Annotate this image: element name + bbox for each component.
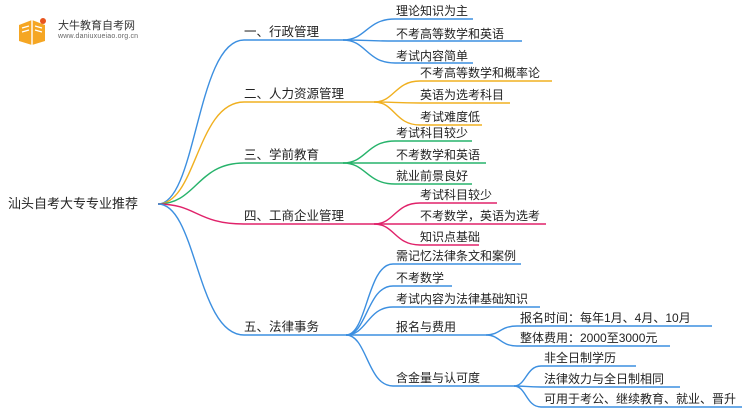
leaf-connector	[342, 18, 396, 41]
leaf-connector	[342, 140, 396, 164]
leaf-node: 整体费用：2000至3000元	[520, 331, 658, 345]
branch-node-2: 二、人力资源管理	[244, 87, 345, 101]
leaf-node: 考试内容为法律基础知识	[396, 292, 529, 306]
leaf-node: 不考高等数学和英语	[396, 27, 505, 41]
leaf-connector	[485, 325, 518, 336]
branch-connector	[157, 203, 245, 225]
leaf-connector	[345, 263, 394, 336]
branch-node-1: 一、行政管理	[244, 25, 320, 39]
branch-connector	[157, 39, 245, 205]
leaf-connector	[373, 202, 421, 225]
site-logo: 大牛教育自考网 www.daniuxueiao.org.cn	[10, 14, 170, 50]
branch-node-5: 五、法律事务	[244, 320, 320, 334]
leaf-node: 知识点基础	[420, 230, 481, 244]
leaf-connector	[342, 39, 396, 64]
leaf-connector	[342, 162, 396, 185]
leaf-node: 英语为选考科目	[420, 88, 505, 102]
leaf-connector	[513, 365, 542, 387]
leaf-node: 不考数学，英语为选考	[420, 209, 541, 223]
leaf-connector	[373, 80, 421, 103]
leaf-connector	[373, 223, 421, 246]
leaf-node: 考试科目较少	[396, 126, 469, 140]
branch-connector	[157, 203, 245, 336]
leaf-node: 理论知识为主	[396, 4, 469, 18]
branch-node-4: 四、工商企业管理	[244, 209, 345, 223]
branch-connector	[157, 101, 245, 205]
leaf-node: 需记忆法律条文和案例	[396, 249, 517, 263]
leaf-node: 法律效力与全日制相同	[544, 372, 665, 386]
subbranch-connector	[345, 334, 394, 387]
leaf-node: 不考高等数学和概率论	[420, 66, 541, 80]
leaf-node: 考试难度低	[420, 110, 481, 124]
leaf-node: 不考数学和英语	[396, 148, 481, 162]
leaf-node: 考试科目较少	[420, 188, 493, 202]
leaf-node: 可用于考公、继续教育、就业、晋升	[544, 392, 737, 406]
leaf-node: 不考数学	[396, 271, 445, 285]
subbranch-node: 报名与费用	[396, 320, 457, 334]
subbranch-node: 含金量与认可度	[396, 371, 481, 385]
leaf-node: 就业前景良好	[396, 169, 469, 183]
book-logo-icon	[19, 18, 46, 45]
logo-url: www.daniuxueiao.org.cn	[58, 33, 139, 40]
leaf-connector	[345, 306, 394, 336]
branch-node-3: 三、学前教育	[244, 148, 320, 162]
leaf-connector	[513, 385, 542, 408]
leaf-node: 报名时间：每年1月、4月、10月	[520, 311, 691, 325]
branch-connector	[157, 162, 245, 205]
leaf-node: 非全日制学历	[544, 351, 617, 365]
leaf-node: 考试内容简单	[396, 49, 469, 63]
leaf-connector	[373, 101, 421, 126]
leaf-connector	[485, 334, 518, 347]
logo-title: 大牛教育自考网	[58, 20, 135, 32]
root-node: 汕头自考大专专业推荐	[8, 196, 139, 211]
